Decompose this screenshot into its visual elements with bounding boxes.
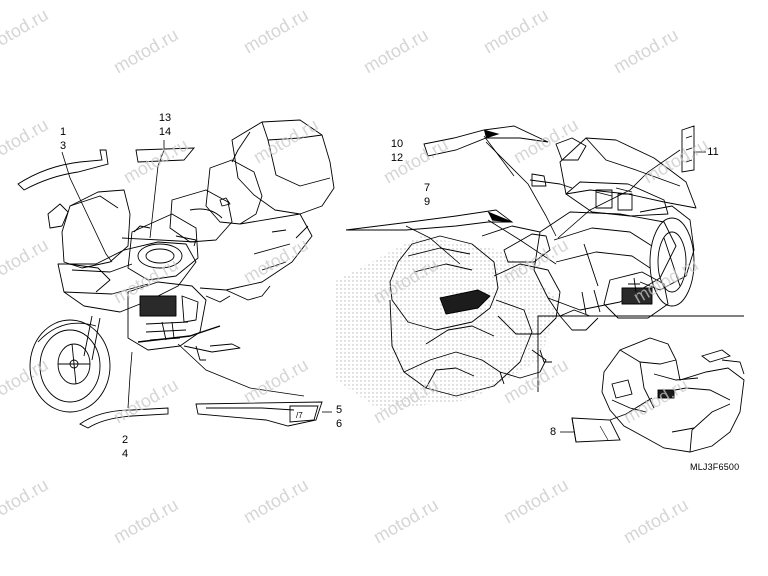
inset-saddlebag-detail	[537, 315, 745, 453]
callout-3: 3	[59, 140, 67, 152]
decal-stripe-10	[423, 125, 549, 157]
callout-10: 10	[390, 138, 404, 150]
decal-panel-8	[571, 417, 621, 443]
callout-14: 14	[158, 126, 172, 138]
decal-badge-5	[195, 401, 323, 427]
decal-emblem-11	[681, 125, 695, 173]
callout-4: 4	[121, 448, 129, 460]
stipple-shadow	[334, 236, 560, 410]
callout-7: 7	[423, 182, 431, 194]
callout-1: 1	[59, 126, 67, 138]
callout-8: 8	[549, 426, 557, 438]
right-motorcycle	[389, 137, 697, 397]
callout-5: 5	[335, 404, 343, 416]
decal-stripe-7	[345, 209, 514, 231]
engine-block	[127, 281, 207, 351]
callout-13: 13	[158, 112, 172, 124]
left-decals: /7	[17, 147, 323, 429]
left-motorcycle	[29, 119, 335, 413]
callout-12: 12	[390, 152, 404, 164]
decal-emblem-13	[135, 147, 195, 163]
svg-text:/7: /7	[296, 411, 303, 420]
decal-stripe-2	[79, 407, 169, 429]
decal-stripe-1	[17, 149, 109, 191]
callout-9: 9	[423, 196, 431, 208]
callout-11: 11	[707, 146, 719, 158]
callout-6: 6	[335, 418, 343, 430]
callout-2: 2	[121, 434, 129, 446]
right-leaders	[405, 135, 706, 265]
diagram-code: MLJ3F6500	[690, 462, 740, 472]
right-decals	[345, 125, 695, 231]
left-leaders	[61, 140, 305, 409]
